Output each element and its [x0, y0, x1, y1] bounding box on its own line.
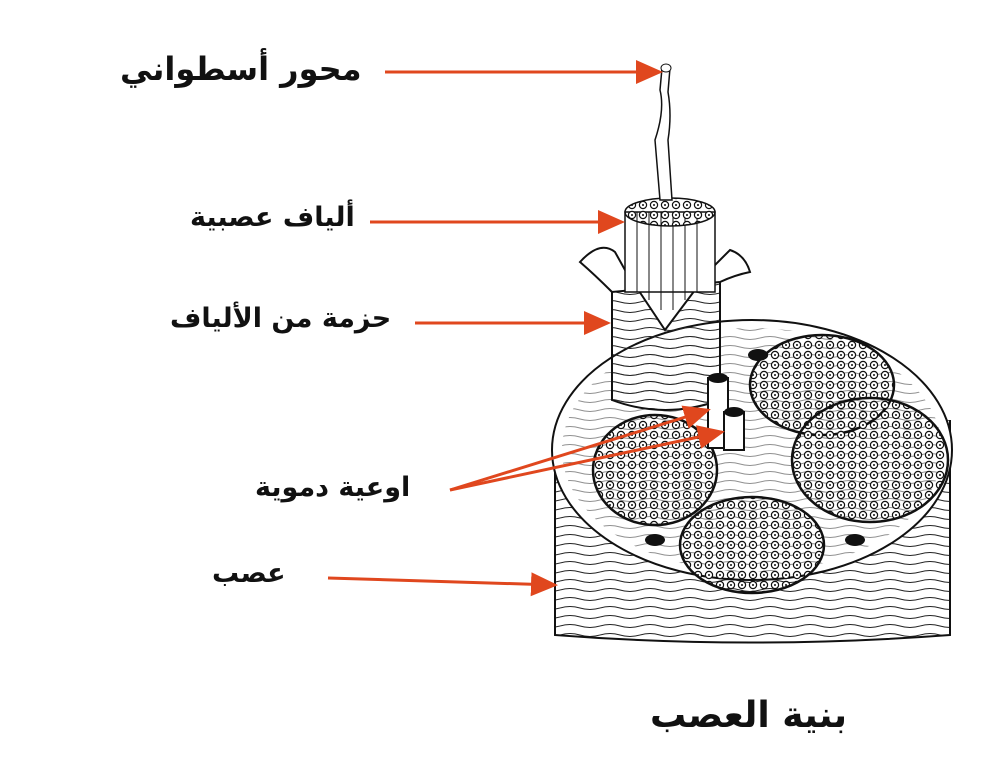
vessel-arrow-1 — [449, 405, 711, 492]
vessel-arrow-2 — [449, 425, 725, 492]
fascicles — [591, 333, 950, 595]
label-nerve: عصب — [212, 558, 286, 589]
diagram-title: بنية العصب — [650, 695, 848, 736]
nerve-arrow — [327, 572, 558, 597]
nerve-fibers-drawing — [624, 197, 716, 310]
axon-drawing — [654, 63, 673, 201]
label-nerve-fibers: ألياف عصبية — [190, 202, 355, 233]
blood-vessel-dots — [645, 349, 865, 546]
label-fiber-bundle: حزمة من الألياف — [170, 303, 392, 334]
label-axon: محور أسطواني — [120, 50, 362, 88]
label-blood-vessels: اوعية دموية — [255, 472, 411, 503]
